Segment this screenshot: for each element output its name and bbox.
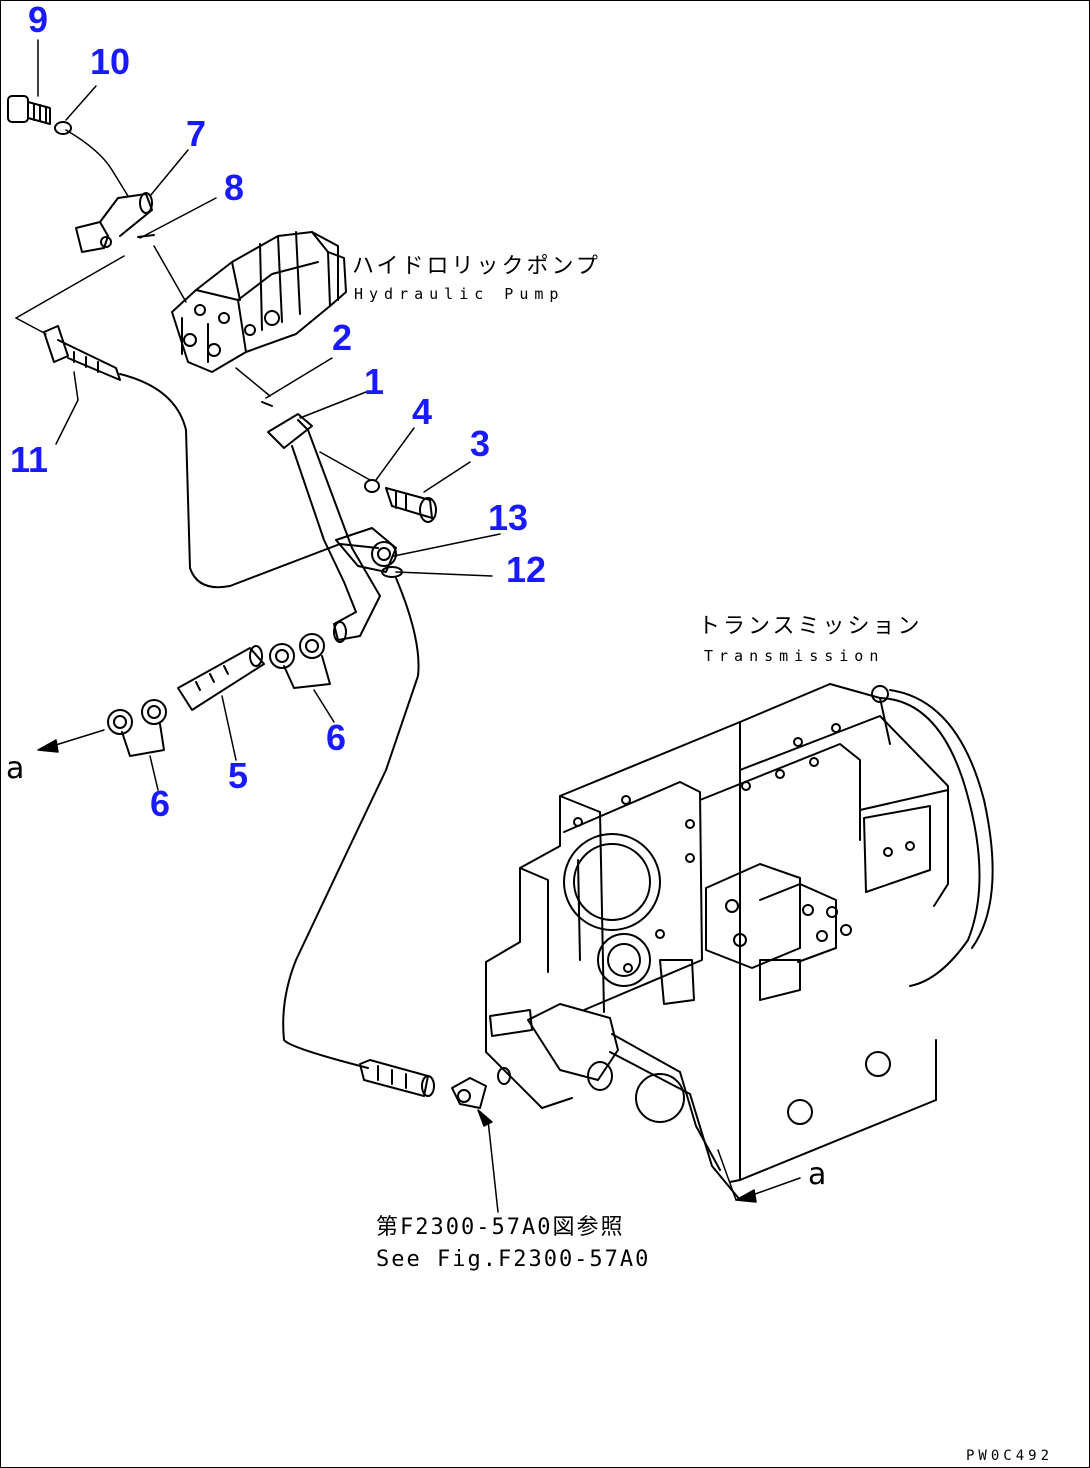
hose-11-drawing xyxy=(43,325,121,381)
hose-5-drawing xyxy=(177,645,265,711)
drawing-code: PW0C492 xyxy=(966,1448,1054,1464)
connector-label-left: a xyxy=(6,751,25,786)
part-label-6-upper: 6 xyxy=(326,717,347,758)
hose-11-route xyxy=(119,373,379,589)
clamp-12-13-drawing xyxy=(335,527,403,578)
bolt-3-drawing xyxy=(385,487,437,523)
fitting-drawing xyxy=(451,1067,511,1109)
washer-10-drawing xyxy=(54,121,72,135)
reference-callout-en: See Fig.F2300-57A0 xyxy=(376,1247,651,1272)
part-label-4: 4 xyxy=(412,391,433,432)
reference-callout-jp: 第F2300-57A0図参照 xyxy=(376,1215,625,1240)
bolt-9-drawing xyxy=(7,95,51,125)
hose-clamps-6-lower-drawing xyxy=(107,699,167,757)
part-label-12: 12 xyxy=(506,549,547,590)
part-label-6-lower: 6 xyxy=(150,783,171,824)
pump-callout-en: Hydraulic Pump xyxy=(354,285,565,303)
part-label-9: 9 xyxy=(28,0,49,40)
hose-clamps-6-upper-drawing xyxy=(269,633,331,689)
part-label-1: 1 xyxy=(364,361,385,402)
hydraulic-pump-drawing xyxy=(171,231,347,373)
elbow-7-drawing xyxy=(75,192,153,253)
transmission-callout-jp: トランスミッション xyxy=(698,614,923,639)
connector-arrow-left xyxy=(37,729,105,753)
part-label-13: 13 xyxy=(488,497,529,538)
part-label-5: 5 xyxy=(228,755,249,796)
part-label-11: 11 xyxy=(10,439,49,480)
connector-label-right: a xyxy=(808,1157,827,1192)
washer-4-drawing xyxy=(364,479,380,493)
part-label-10: 10 xyxy=(90,41,131,82)
transmission-drawing xyxy=(485,683,994,1201)
part-label-2: 2 xyxy=(332,317,353,358)
oring-8-drawing xyxy=(137,234,155,238)
part-label-3: 3 xyxy=(470,423,491,464)
drain-hose-end-drawing xyxy=(359,1059,435,1097)
tube-1-drawing xyxy=(267,413,381,643)
transmission-callout-en: Transmission xyxy=(704,647,885,665)
drain-hose-route xyxy=(282,577,420,1069)
connector-arrow-right xyxy=(717,1149,801,1203)
oring-2-drawing xyxy=(261,401,273,407)
leader-lines xyxy=(15,39,501,1213)
part-label-8: 8 xyxy=(224,167,245,208)
part-label-7: 7 xyxy=(186,113,207,154)
pump-callout-jp: ハイドロリックポンプ xyxy=(352,254,601,279)
